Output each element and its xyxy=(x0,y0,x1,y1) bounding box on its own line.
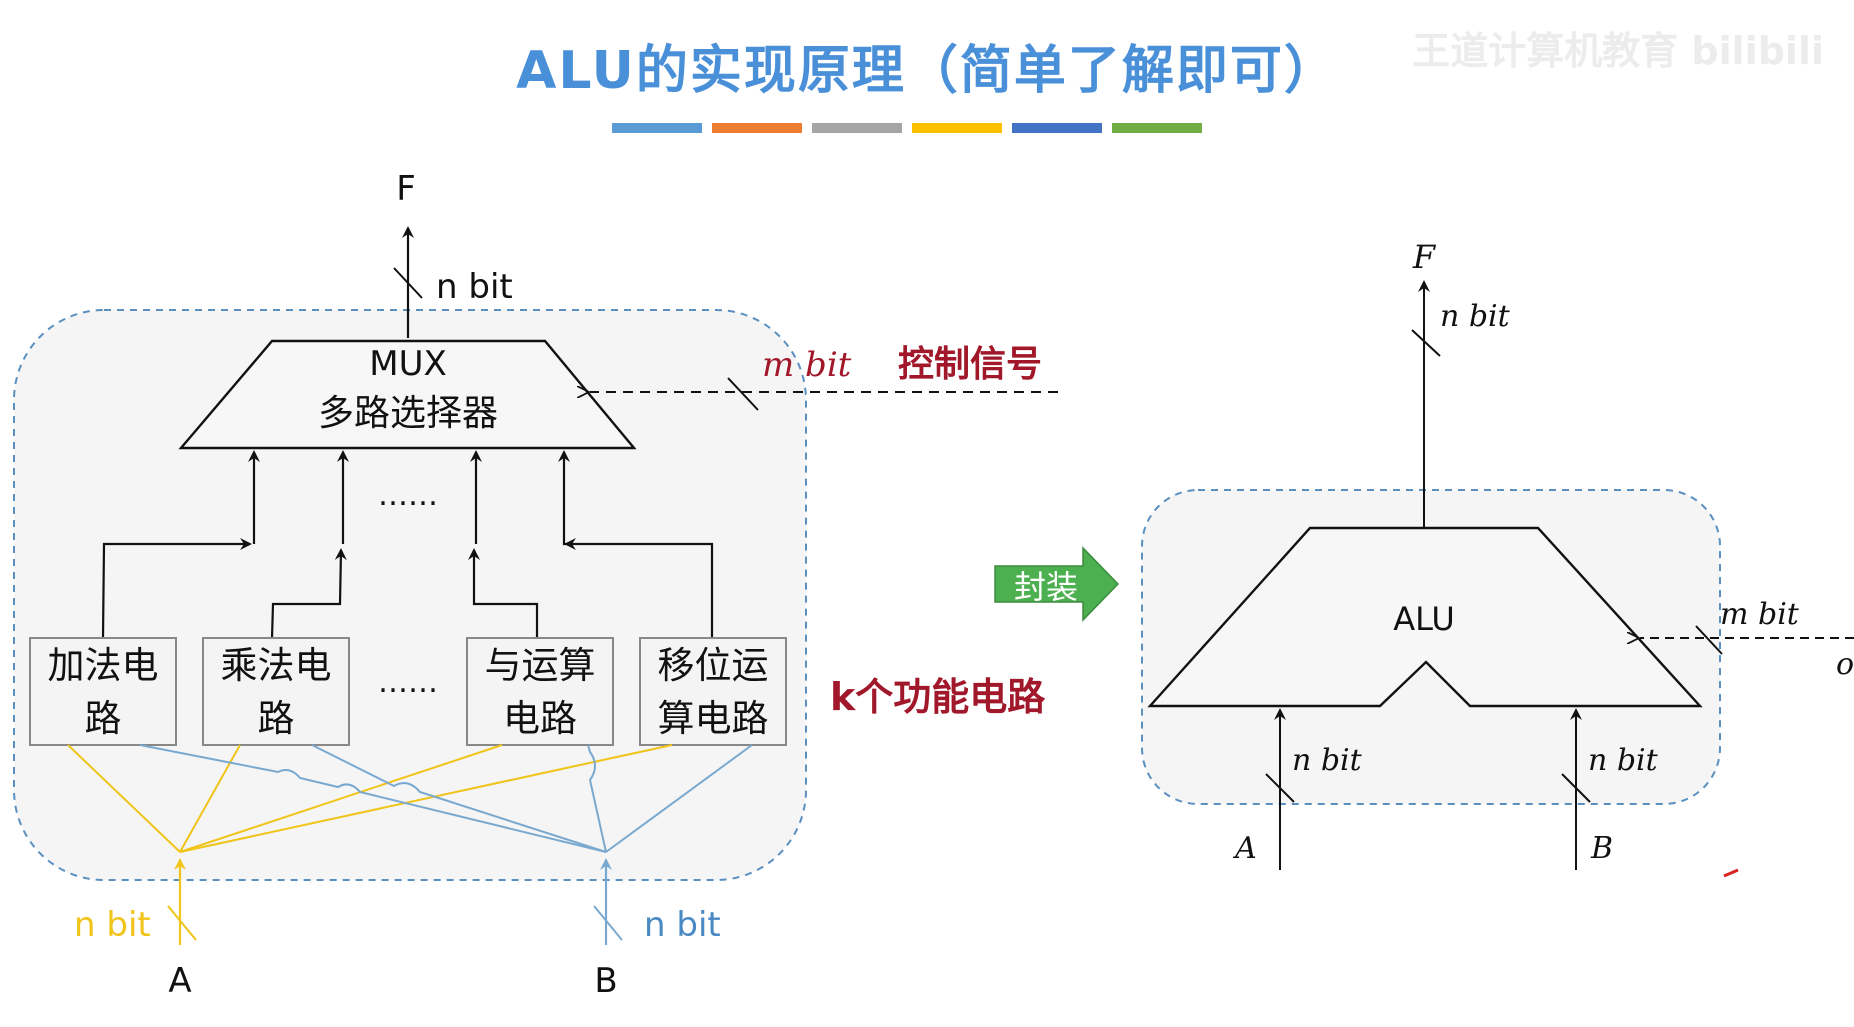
accent-bar xyxy=(812,123,902,133)
input-a-width: n bit xyxy=(74,905,151,945)
accent-bar xyxy=(912,123,1002,133)
circuit-add: 加法电 路 xyxy=(29,637,177,746)
k-circuits-label: k个功能电路 xyxy=(830,675,1046,719)
circuit-label-line2: 路 xyxy=(85,697,122,740)
wire-a-shift xyxy=(179,744,673,853)
right-control-slash xyxy=(1695,625,1723,655)
right-input-b-label: B xyxy=(1590,831,1613,866)
input-b-slash xyxy=(593,905,623,941)
accent-bars xyxy=(612,123,1202,133)
right-input-a-label: A xyxy=(1232,831,1257,866)
wire-b-add xyxy=(139,744,607,853)
wire-b-shift xyxy=(605,744,753,853)
input-b-fanout xyxy=(139,744,753,853)
input-b-width: n bit xyxy=(644,905,721,945)
right-control-width: m bit xyxy=(1720,597,1800,632)
watermark: 王道计算机教育 bilibili xyxy=(1412,29,1824,73)
circuit-box xyxy=(29,637,177,746)
accent-bar xyxy=(1012,123,1102,133)
circuit-box xyxy=(466,637,614,746)
circuit-shift: 移位运 算电路 xyxy=(639,637,787,746)
wire-shift-to-mux xyxy=(564,538,714,638)
right-output-slash xyxy=(1411,329,1441,357)
accent-bar xyxy=(1112,123,1202,133)
input-a-slash xyxy=(167,905,197,941)
right-input-b-width: n bit xyxy=(1588,743,1659,778)
circuit-box xyxy=(202,637,350,746)
alu-block xyxy=(1147,526,1703,708)
control-signal-label: 控制信号 xyxy=(898,344,1042,385)
green-arrow-shape xyxy=(994,546,1120,622)
wire-a-add xyxy=(67,744,181,853)
left-output-width: n bit xyxy=(436,267,513,307)
wire-b-and xyxy=(587,744,607,853)
right-input-a-width: n bit xyxy=(1292,743,1363,778)
circuit-label-line1: 乘法电 xyxy=(221,644,332,687)
right-input-b-slash xyxy=(1561,773,1591,803)
circuit-label-line2: 算电路 xyxy=(658,697,769,740)
input-b-label: B xyxy=(594,961,617,1001)
left-diagram: F n bit MUX 多路选择器 m bit 控制信号 …… xyxy=(13,169,1058,1001)
right-output-width: n bit xyxy=(1440,299,1511,334)
red-pen-mark xyxy=(1723,868,1739,878)
left-control-slash xyxy=(727,377,759,411)
wire-add-to-mux xyxy=(101,538,252,639)
mux-label-cn: 多路选择器 xyxy=(318,393,498,434)
accent-bar xyxy=(712,123,802,133)
wire-a-and xyxy=(179,744,503,853)
input-a-label: A xyxy=(168,961,191,1001)
alu-label: ALU xyxy=(1393,600,1455,638)
wire-and-to-mux xyxy=(468,548,539,638)
circuit-label-line1: 加法电 xyxy=(48,644,159,687)
wire-b-mul xyxy=(311,744,607,853)
mux-input-ellipsis: …… xyxy=(378,478,438,513)
mux-label: MUX xyxy=(369,344,447,384)
encapsulate-label: 封装 xyxy=(1014,568,1078,606)
circuit-label-line1: 移位运 xyxy=(658,644,769,687)
circuit-and: 与运算 电路 xyxy=(466,637,614,746)
right-output-label: F xyxy=(1412,238,1437,276)
right-diagram: F n bit ALU m bit o n bit A n bit B xyxy=(1141,238,1854,878)
circuit-label-line2: 电路 xyxy=(503,697,577,740)
left-control-width: m bit xyxy=(762,345,852,385)
left-output-label: F xyxy=(396,169,416,209)
wire-mul-to-mux xyxy=(270,548,347,639)
right-control-cut-label: o xyxy=(1836,647,1854,682)
slide-title: ALU的实现原理（简单了解即可） xyxy=(516,41,1338,101)
circuit-ellipsis: …… xyxy=(378,665,438,700)
right-input-a-slash xyxy=(1265,773,1295,803)
circuit-label-line1: 与运算 xyxy=(485,644,596,687)
circuit-mul: 乘法电 路 xyxy=(202,637,350,746)
left-output-slash xyxy=(393,267,423,299)
circuit-box xyxy=(639,637,787,746)
circuit-label-line2: 路 xyxy=(258,697,295,740)
mux-block xyxy=(178,339,637,450)
accent-bar xyxy=(612,123,702,133)
wire-shift-to-mux-up xyxy=(558,450,570,546)
encapsulate-arrow: 封装 xyxy=(994,546,1120,622)
